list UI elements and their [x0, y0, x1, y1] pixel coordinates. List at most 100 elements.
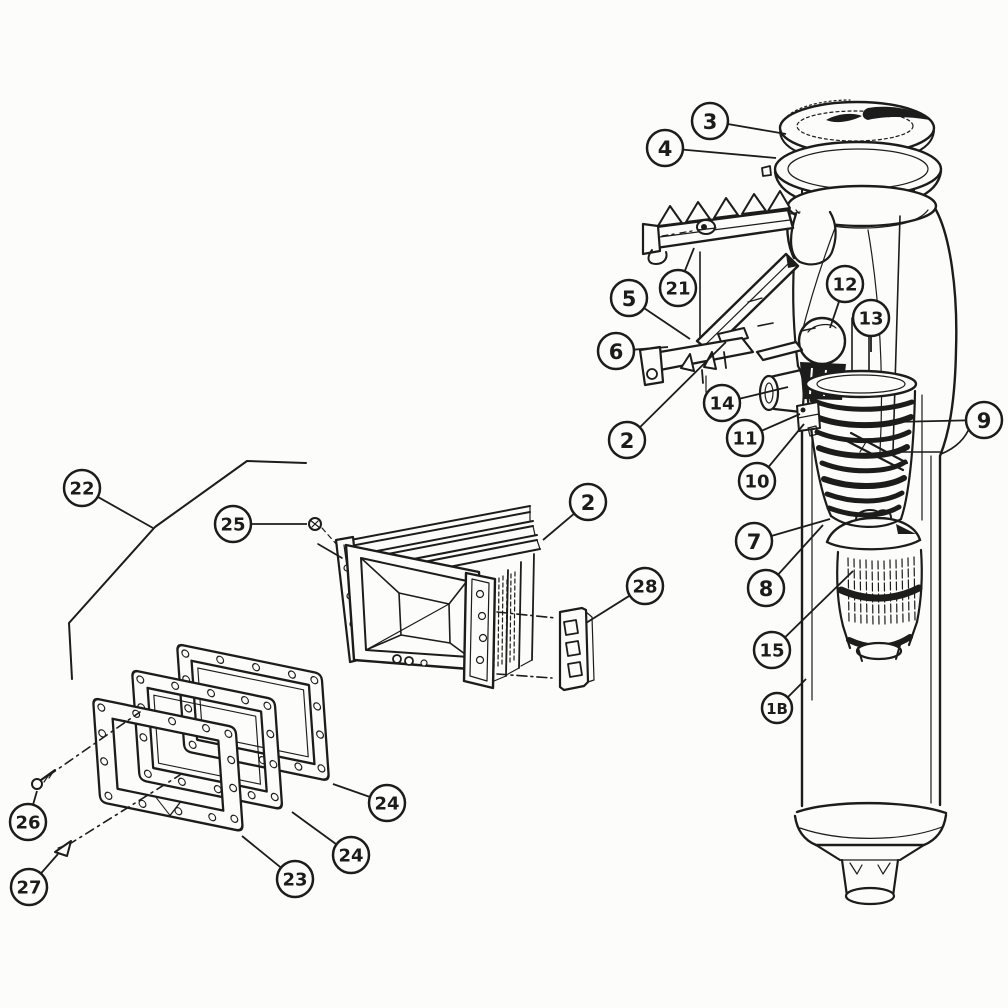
callout-circle: [645, 128, 685, 168]
callout-11: 11: [725, 413, 801, 458]
callout-circle: [275, 859, 315, 899]
callout-15: 15: [752, 570, 854, 670]
callout-label: 6: [609, 340, 624, 364]
callout-label: 23: [282, 870, 307, 891]
callout-label: 22: [69, 479, 94, 500]
callout-circle: [625, 566, 665, 606]
gasket-middle: [131, 669, 283, 810]
callout-leader: [291, 811, 337, 846]
callout-circle: [702, 383, 742, 423]
callout-circle: [8, 802, 48, 842]
callout-leader: [761, 413, 801, 432]
callout-label: 21: [665, 279, 690, 300]
screw-25: [308, 517, 343, 559]
callout-leader: [639, 341, 727, 428]
callout-leader: [786, 678, 807, 699]
callout-leader: [241, 835, 282, 869]
skimmer-body: [786, 184, 971, 906]
callout-circle: [851, 298, 891, 338]
callout-circle: [607, 420, 647, 460]
callout-circle: [752, 630, 792, 670]
callout-circle: [367, 783, 407, 823]
callout-leader: [633, 346, 669, 351]
callout-leader: [777, 524, 824, 576]
callout-12: 12: [825, 264, 865, 329]
alignment-line-26: [47, 711, 141, 777]
deck-grate: [641, 190, 801, 345]
callout-8: 8: [746, 524, 824, 608]
callout-label: 9: [977, 409, 992, 433]
callout-label: 10: [744, 472, 769, 493]
callout-leader: [683, 247, 695, 272]
callout-circle: [725, 418, 765, 458]
callout-label: 24: [374, 794, 399, 815]
callout-leader: [771, 518, 831, 537]
callout-leader: [40, 853, 59, 875]
callout-leader: [542, 512, 575, 541]
callout-1B: 1B: [760, 678, 807, 725]
callout-circle: [596, 331, 636, 371]
clamp-fitting: [796, 401, 821, 437]
callout-24: 24: [291, 811, 371, 875]
gasket-strip: [558, 606, 595, 692]
callout-label: 26: [15, 813, 40, 834]
interior-assembly: [758, 316, 923, 662]
faceplate-stack: [47, 643, 330, 846]
callout-21: 21: [658, 247, 698, 308]
callout-leader: [767, 423, 805, 468]
callout-9: 9: [892, 400, 1004, 440]
callout-circle: [734, 521, 774, 561]
callout-25: 25: [213, 504, 307, 544]
callout-label: 15: [759, 641, 784, 662]
callout-22: 22: [62, 468, 154, 529]
wall-outline: [68, 460, 307, 680]
callout-label: 12: [832, 275, 857, 296]
callout-circle: [568, 482, 608, 522]
callout-circle: [690, 101, 730, 141]
callout-14: 14: [702, 383, 789, 423]
callout-leader: [97, 496, 154, 529]
screw-26: [31, 769, 56, 790]
callout-27: 27: [9, 853, 59, 907]
stacked-frame-sides: [493, 553, 535, 682]
callout-label: 5: [622, 287, 637, 311]
throat-extension-box: [334, 505, 557, 690]
gasket-rear: [176, 643, 330, 781]
callout-5: 5: [609, 278, 691, 340]
strut: [843, 431, 909, 472]
callout-26: 26: [8, 790, 48, 842]
callout-6: 6: [596, 331, 669, 371]
alignment-line-27: [67, 774, 181, 846]
callout-leader: [332, 783, 371, 798]
callout-label: 25: [220, 515, 245, 536]
callout-label: 28: [632, 577, 657, 598]
callout-circle: [62, 468, 102, 508]
callout-10: 10: [737, 423, 805, 501]
callout-label: 7: [747, 530, 762, 554]
callout-circle: [609, 278, 649, 318]
weir-assembly: [638, 252, 816, 393]
callout-circle: [213, 504, 253, 544]
callout-circle: [825, 264, 865, 304]
callout-circle: [331, 835, 371, 875]
callout-label: 8: [759, 577, 774, 601]
callout-leader: [727, 123, 787, 135]
callout-24: 24: [332, 783, 407, 823]
callout-circle: [746, 568, 786, 608]
callout-circle: [658, 268, 698, 308]
callout-leader: [682, 148, 777, 159]
callout-leader: [585, 594, 631, 624]
callout-leader: [829, 300, 841, 329]
callout-28: 28: [585, 566, 665, 624]
callout-3: 3: [690, 101, 787, 141]
callout-leader: [784, 570, 854, 639]
callout-23: 23: [241, 835, 315, 899]
elbow-pipe: [758, 368, 803, 414]
filter-cartridge: [836, 548, 923, 662]
callout-2: 2: [542, 482, 608, 541]
cartridge-lid: [825, 516, 922, 544]
screw-27: [54, 840, 72, 857]
callout-label: 3: [703, 110, 718, 134]
